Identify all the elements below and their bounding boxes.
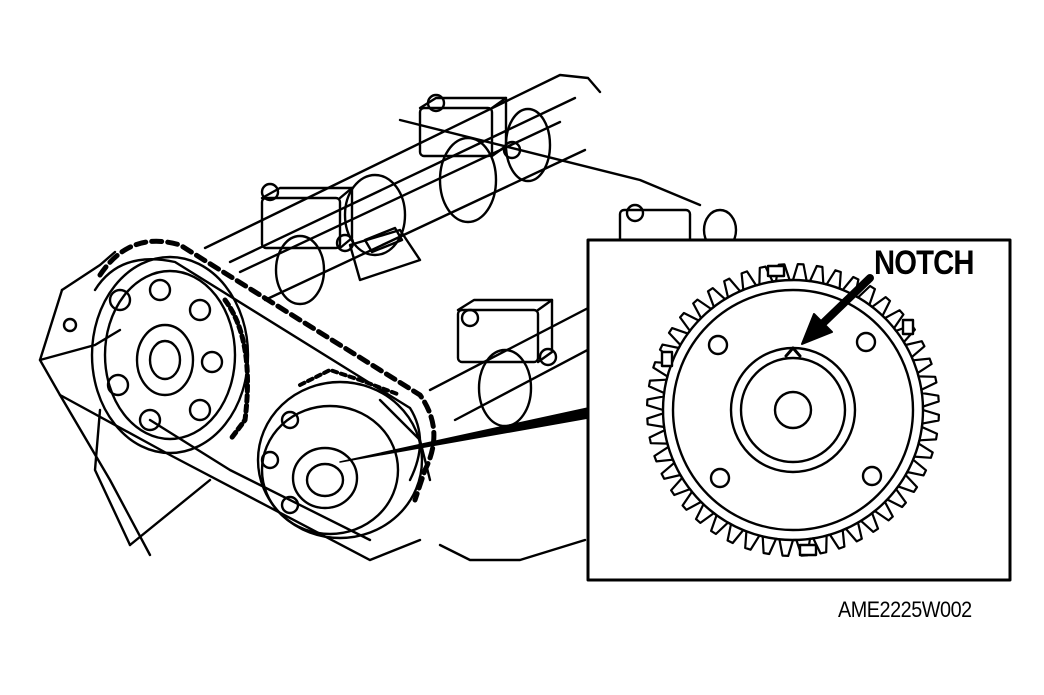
intake-camshaft-sprocket — [256, 368, 432, 540]
timing-chain — [93, 238, 437, 503]
notch-label: NOTCH — [874, 244, 975, 282]
notch-mark — [784, 346, 802, 358]
sprocket-detail-view — [646, 263, 940, 557]
detail-inset-frame — [586, 238, 1012, 582]
notch-arrow — [801, 274, 874, 345]
figure-id: AME2225W002 — [838, 597, 972, 622]
camshaft-upper — [238, 93, 587, 306]
exhaust-camshaft-sprocket — [90, 255, 250, 455]
